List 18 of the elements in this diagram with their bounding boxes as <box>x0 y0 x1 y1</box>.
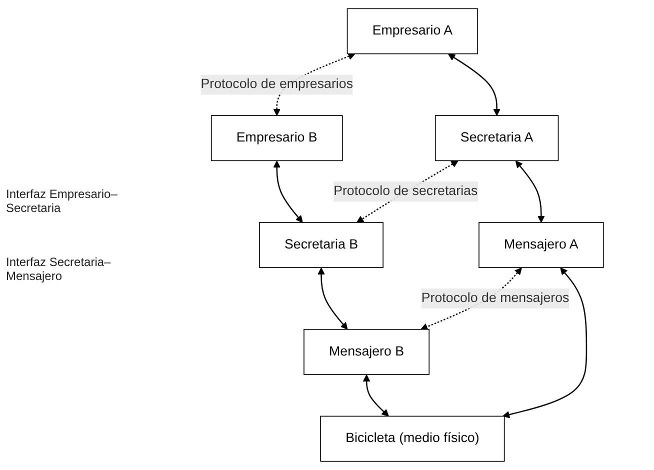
arrow <box>502 268 588 418</box>
node-box: Secretaria A <box>434 115 559 162</box>
interface-label: Interfaz Empresario–Secretaria <box>6 187 118 215</box>
node-box: Mensajero A <box>478 222 604 268</box>
arrow <box>515 160 545 223</box>
node-box: Empresario B <box>210 115 343 162</box>
interface-label: Interfaz Secretaria–Mensajero <box>6 255 112 283</box>
edge-label: Protocolo de mensajeros <box>421 290 570 306</box>
node-box: Bicicleta (medio físico) <box>320 416 505 462</box>
node-box: Empresario A <box>346 8 478 54</box>
edge-label: Protocolo de empresarios <box>200 77 353 92</box>
arrow <box>273 160 303 223</box>
arrow <box>318 268 348 330</box>
node-box: Secretaria B <box>258 222 384 268</box>
arrow <box>448 54 500 116</box>
arrow <box>362 374 389 417</box>
node-box: Mensajero B <box>304 328 430 375</box>
edge-label: Protocolo de secretarias <box>334 184 478 198</box>
